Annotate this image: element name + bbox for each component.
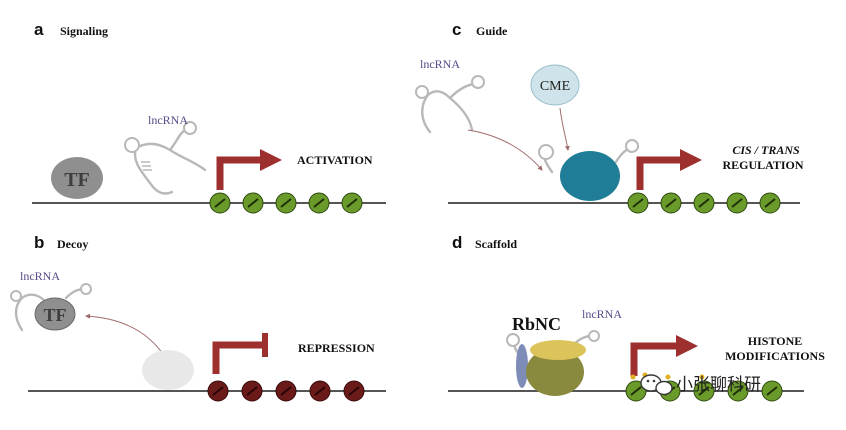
nucleosome (693, 380, 715, 402)
nucleosome (727, 380, 749, 402)
bent-arrow-icon (636, 156, 682, 190)
outcome-activation: ACTIVATION (297, 153, 373, 167)
lncrna-label-d: lncRNA (582, 307, 622, 321)
blunt-arrow-icon (212, 341, 262, 374)
panel-c-letter: c (452, 20, 461, 39)
outcome-histone: HISTONE (748, 334, 802, 348)
decoy-binding-site (142, 350, 194, 390)
scaffold-cap-protein (530, 340, 586, 360)
bent-arrow-icon (630, 342, 678, 376)
activation-arrow-c (636, 149, 702, 190)
lncrna-molecule-c (415, 75, 485, 134)
nucleosome (759, 192, 781, 214)
nucleosome (341, 192, 363, 214)
nucleosome (308, 192, 330, 214)
cme-protein: CME (530, 64, 580, 106)
nucleosome (241, 380, 263, 402)
guide-complex (560, 151, 620, 201)
bent-arrow-icon (216, 156, 262, 190)
panel-d-letter: d (452, 233, 462, 252)
lncrna-label-a: lncRNA (148, 113, 188, 127)
lncrna-bound-c2 (614, 139, 639, 164)
panel-a-signaling: a Signaling TF lncRNA ACTIVATION (32, 20, 386, 214)
lncrna-bound-c (538, 144, 554, 174)
wechat-logo-icon (640, 374, 673, 396)
rbnc-label: RbNC (512, 314, 561, 334)
nucleosome (275, 192, 297, 214)
nucleosome (761, 380, 783, 402)
methyl-marks (630, 372, 705, 380)
nucleosome (627, 192, 649, 214)
lncrna-molecule-a (124, 121, 207, 195)
activation-arrow-a (216, 149, 282, 190)
tf-protein-b: TF (34, 297, 76, 331)
panel-c-guide: c Guide lncRNA CME CI (415, 20, 804, 214)
watermark: 小张聊科研 (640, 374, 761, 396)
outcome-cis-trans: CIS / TRANS (732, 143, 800, 157)
outcome-repression: REPRESSION (298, 341, 375, 355)
panel-d-title: Scaffold (475, 237, 517, 251)
nucleosome (660, 192, 682, 214)
scaffold-side-protein (516, 344, 528, 388)
panel-c-title: Guide (476, 24, 508, 38)
scaffold-complex (516, 340, 586, 396)
guide-arrow (467, 129, 543, 171)
tf-protein-a: TF (51, 157, 103, 199)
panel-b-decoy: b Decoy lncRNA TF REPRESSION (10, 233, 386, 402)
nucleosome (693, 192, 715, 214)
panel-a-title: Signaling (60, 24, 108, 38)
panel-d-scaffold: d Scaffold RbNC lncRNA HISTONE MODIFICAT… (448, 233, 825, 402)
nucleosomes-repressed-b (207, 380, 365, 402)
nucleosome (343, 380, 365, 402)
nucleosome (726, 192, 748, 214)
cme-arrow (559, 107, 570, 151)
nucleosomes-active-a (209, 192, 363, 214)
nucleosome (209, 192, 231, 214)
nucleosomes-active-d (625, 380, 783, 402)
watermark-text: 小张聊科研 (676, 375, 761, 395)
outcome-regulation: REGULATION (722, 158, 803, 172)
cme-label: CME (540, 79, 570, 94)
nucleosome (242, 192, 264, 214)
lncrna-label-c: lncRNA (420, 57, 460, 71)
nucleosome (207, 380, 229, 402)
nucleosome (309, 380, 331, 402)
lncrna-molecule-b (10, 283, 92, 332)
panel-b-letter: b (34, 233, 44, 252)
panel-b-title: Decoy (57, 237, 88, 251)
nucleosomes-active-c (627, 192, 781, 214)
repression-mark-b (212, 333, 268, 374)
nucleosome (275, 380, 297, 402)
lncrna-label-b: lncRNA (20, 269, 60, 283)
tf-label-b: TF (43, 305, 66, 325)
activation-arrow-d (630, 335, 698, 376)
tf-label-a: TF (64, 169, 90, 191)
outcome-modifications: MODIFICATIONS (725, 349, 825, 363)
panel-a-letter: a (34, 20, 44, 39)
scaffold-body-protein (526, 348, 584, 396)
